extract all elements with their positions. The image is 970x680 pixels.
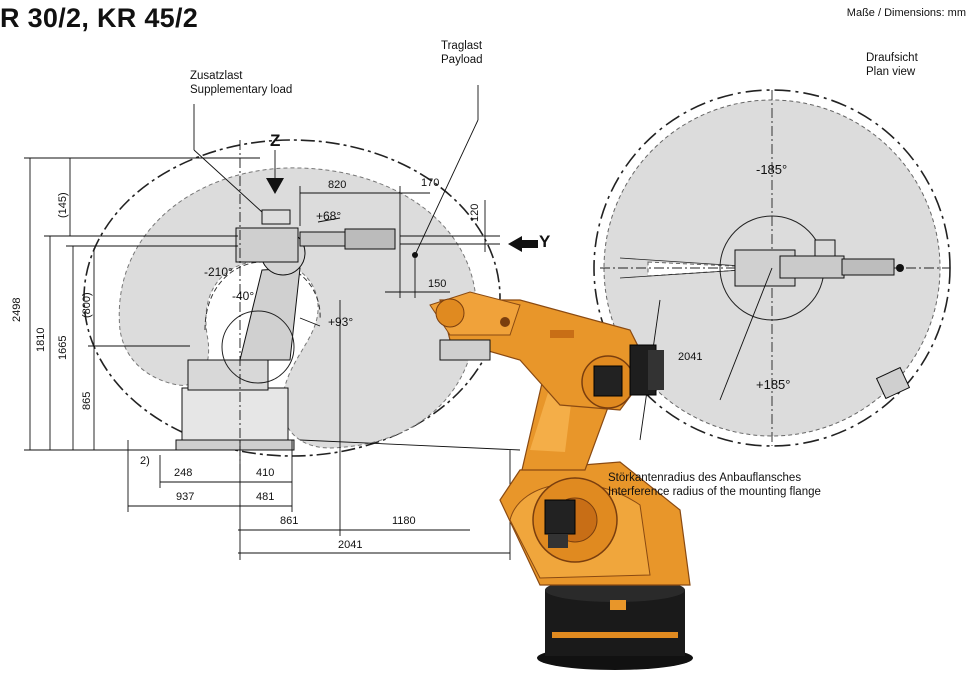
dim-1180: 1180 — [392, 515, 416, 527]
payload-point — [412, 252, 418, 258]
dim-865: 865 — [81, 391, 93, 410]
z-axis-label: Z — [270, 131, 281, 150]
payload-label-de: Traglast — [441, 40, 483, 52]
plan-view-label-en: Plan view — [866, 66, 916, 78]
dim-800: (800) — [81, 292, 93, 318]
dim-2498: 2498 — [11, 297, 23, 322]
angle-plus93: +93° — [328, 315, 354, 329]
y-axis-label: Y — [539, 232, 551, 251]
dim-861: 861 — [280, 515, 299, 527]
footnote-2: 2) — [140, 455, 150, 467]
dim-1810: 1810 — [35, 327, 47, 352]
y-arrow — [508, 236, 538, 252]
page-title: R 30/2, KR 45/2 — [0, 3, 199, 33]
dim-145: (145) — [57, 192, 69, 218]
dim-150: 150 — [428, 278, 447, 290]
plan-view — [593, 89, 951, 447]
robot-illustration — [429, 291, 693, 670]
z-arrow-head — [266, 178, 284, 194]
angle-minus40: -40° — [232, 289, 255, 303]
dim-1665: 1665 — [57, 335, 69, 360]
dim-2041-plan: 2041 — [678, 351, 703, 363]
angle-minus185: -185° — [756, 162, 788, 177]
side-view-robot — [175, 209, 396, 451]
dim-937: 937 — [176, 491, 195, 503]
supplementary-label-en: Supplementary load — [190, 84, 293, 96]
dim-410: 410 — [256, 467, 275, 479]
interference-label-en: Interference radius of the mounting flan… — [608, 486, 821, 498]
supplementary-label-de: Zusatzlast — [190, 70, 243, 82]
angle-plus185: +185° — [756, 377, 791, 392]
units-note: Maße / Dimensions: mm — [846, 7, 966, 19]
side-view-dimensions — [24, 85, 521, 560]
tool-sketch — [439, 339, 491, 361]
angle-plus68: +68° — [316, 209, 342, 223]
dim-120: 120 — [469, 203, 481, 222]
dim-248: 248 — [174, 467, 193, 479]
dim-481: 481 — [256, 491, 275, 503]
angle-minus210: -210° — [204, 265, 233, 279]
dim-2041: 2041 — [338, 539, 363, 551]
plan-view-label-de: Draufsicht — [866, 52, 918, 64]
payload-label-en: Payload — [441, 54, 483, 66]
interference-label-de: Störkantenradius des Anbauflansches — [608, 472, 802, 484]
dim-820: 820 — [328, 179, 347, 191]
dim-170: 170 — [421, 177, 440, 189]
